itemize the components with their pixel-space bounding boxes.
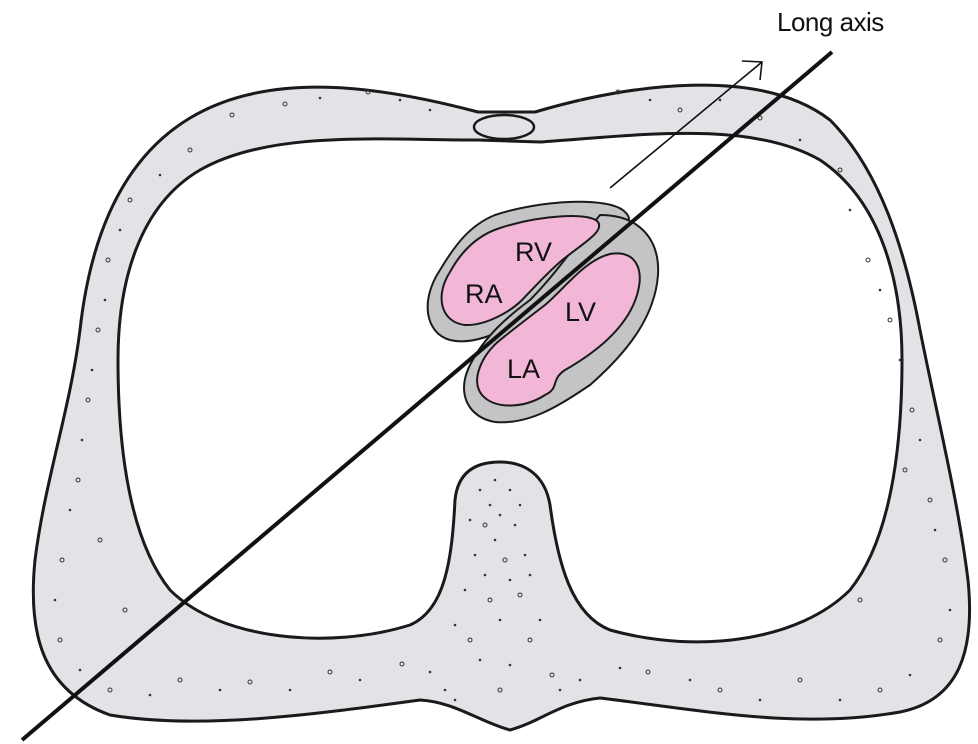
sternum — [474, 115, 534, 139]
label-rv: RV — [515, 237, 552, 267]
label-long-axis: Long axis — [777, 7, 884, 37]
label-lv: LV — [565, 297, 596, 327]
label-ra: RA — [465, 279, 503, 309]
label-la: LA — [507, 354, 540, 384]
